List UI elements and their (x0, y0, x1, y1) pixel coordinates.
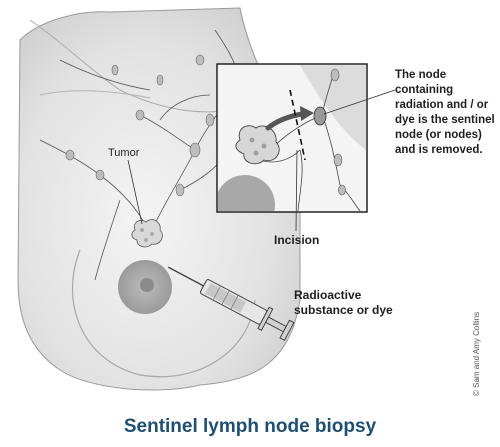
tumor-mass (131, 219, 163, 248)
sentinel-node-label: The node containing radiation and / or d… (395, 69, 495, 156)
incision-line (289, 89, 306, 161)
tumor-leader (127, 159, 143, 225)
syringe (167, 266, 295, 341)
incision-label: Incision (274, 233, 320, 247)
nipple (140, 278, 154, 292)
flow-arrow (265, 111, 305, 131)
radioactive-substance-label: Radioactive substance or dye (294, 288, 393, 317)
node-leader (323, 89, 396, 115)
inset-tumor (235, 125, 280, 165)
figure-caption: Sentinel lymph node biopsy (123, 416, 377, 437)
incision-leader (295, 149, 298, 232)
inset-magnified-view (216, 63, 368, 213)
shoulder-contour (29, 19, 231, 113)
copyright-notice: © Sam and Amy Collins (472, 311, 481, 396)
sentinel-node (313, 106, 327, 126)
breast-contour (72, 249, 256, 378)
tumor-label: Tumor (108, 147, 140, 159)
